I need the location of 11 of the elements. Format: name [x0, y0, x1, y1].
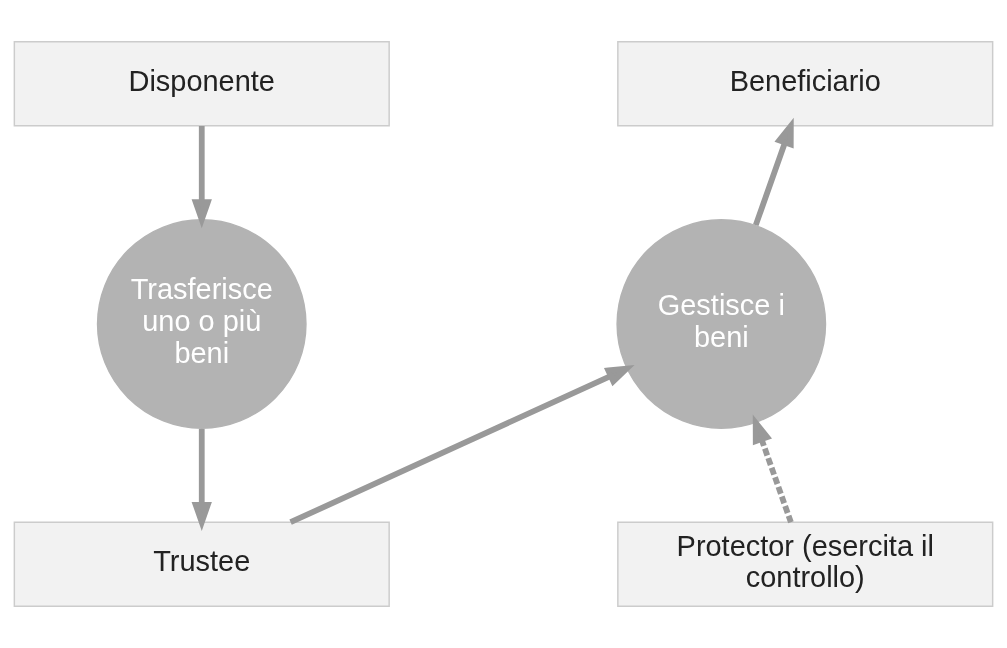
- node-circle: Gestisce i beni: [616, 219, 827, 429]
- node-box: Disponente: [13, 41, 390, 127]
- arrow: [191, 428, 212, 531]
- arrow: [289, 365, 635, 525]
- arrow: [752, 414, 794, 524]
- node-box: Beneficiario: [617, 41, 994, 127]
- node-circle: Trasferisce uno o più beni: [96, 219, 307, 429]
- node-box: Trustee: [13, 521, 390, 607]
- node-box: Protector (esercita il controllo): [617, 521, 994, 607]
- arrow: [753, 117, 794, 227]
- arrow: [191, 126, 212, 229]
